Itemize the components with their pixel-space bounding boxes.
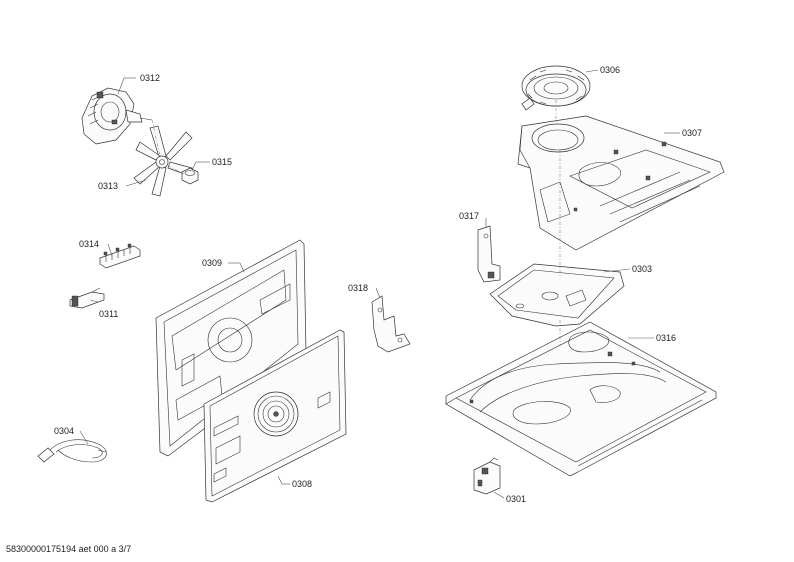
door-switch-part: [69, 287, 105, 309]
part-label-0311: 0311: [99, 309, 118, 319]
part-label-0315: 0315: [212, 157, 232, 167]
bracket-part: [371, 295, 411, 353]
heating-element-part: [521, 65, 591, 111]
assembly-axes: [151, 100, 561, 346]
door-lock-part: [473, 457, 501, 495]
part-label-0308: 0308: [292, 479, 312, 489]
part-label-0309: 0309: [202, 258, 222, 268]
power-cable-part: [37, 439, 107, 463]
part-label-0303: 0303: [632, 264, 652, 274]
part-label-0301: 0301: [506, 494, 526, 504]
part-label-0307: 0307: [682, 128, 702, 138]
support-bracket-part: [477, 225, 501, 283]
base-frame-part: [445, 321, 717, 477]
leader-lines: [79, 69, 680, 499]
rear-panel-part: [155, 239, 307, 457]
part-label-0316: 0316: [656, 333, 676, 343]
fan-motor-part: [81, 87, 153, 145]
part-label-0314: 0314: [79, 239, 99, 249]
part-label-0306: 0306: [600, 65, 620, 75]
document-reference: 58300000175194 aet 000 a 3/7: [6, 544, 131, 554]
part-label-0313: 0313: [98, 181, 118, 191]
fan-nut-part: [181, 167, 199, 185]
fan-cover-part: [203, 329, 347, 503]
part-label-0304: 0304: [54, 426, 74, 436]
part-label-0312: 0312: [140, 73, 160, 83]
cavity-plate-part: [489, 263, 625, 327]
terminal-block-part: [99, 243, 141, 269]
part-label-0318: 0318: [348, 283, 368, 293]
part-label-0317: 0317: [459, 211, 479, 221]
cavity-top-part: [517, 115, 725, 251]
fan-blade-part: [133, 125, 193, 197]
